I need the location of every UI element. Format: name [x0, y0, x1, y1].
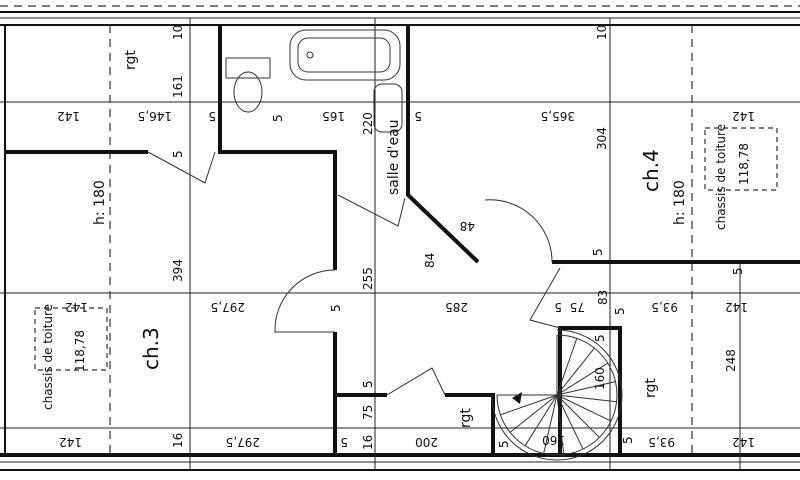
dim-label: 365,5 [541, 109, 575, 123]
dim-label: 142 [65, 300, 88, 314]
dim-label: 5 [361, 380, 375, 388]
dim-label: 5 [208, 109, 216, 123]
dim-label: rgt [643, 378, 659, 398]
room-label-ch4: ch.4 [639, 149, 663, 192]
dim-label: 200 [415, 435, 438, 449]
doors [147, 151, 561, 396]
dim-label: 160 [593, 367, 607, 390]
dim-label: 5 [731, 267, 745, 275]
dim-label: 5 [621, 436, 635, 444]
window-label: chassis de toiture [714, 124, 728, 230]
walls [5, 25, 800, 455]
spiral-staircase [491, 329, 623, 461]
stair-tread [556, 394, 612, 422]
stair-tread [556, 347, 595, 396]
stair-direction-arrow-icon [512, 392, 522, 404]
dim-label: 304 [595, 127, 609, 150]
toilet [225, 57, 271, 113]
room-label-salle: salle d'eau [386, 119, 402, 195]
dim-label: 5 [414, 109, 422, 123]
dim-label: 5 [329, 304, 343, 312]
stair-tread [509, 394, 558, 433]
stair-tread [500, 394, 558, 416]
dim-label: 142 [59, 435, 82, 449]
dim-label: 84 [423, 253, 437, 268]
dim-label: 10 [171, 25, 185, 40]
dim-label: 220 [361, 112, 375, 135]
dim-label: 165 [322, 109, 345, 123]
stair-tread [556, 338, 578, 396]
dim-label: 5 [271, 114, 285, 122]
dim-label: 255 [361, 267, 375, 290]
dim-label: 5 [497, 440, 511, 448]
dim-label: 5 [613, 307, 627, 315]
dim-label: 83 [596, 290, 610, 305]
dim-label: 5 [554, 300, 562, 314]
dim-label: 5 [593, 334, 607, 342]
dim-label: 248 [724, 349, 738, 372]
window-ch4 [704, 127, 778, 191]
stair-tread [556, 394, 600, 438]
labels: ch.3 ch.4 salle d'eau 10 rgt 161 142 146… [41, 25, 755, 450]
dim-label: 16 [361, 435, 375, 450]
dim-label: 75 [361, 405, 375, 420]
stair-tread [556, 394, 617, 403]
window-label: chassis de toiture [41, 304, 55, 410]
washbasin [373, 83, 403, 133]
dim-label: rgt [123, 50, 139, 70]
dim-label: 160 [542, 433, 565, 447]
stair-tread [524, 394, 558, 447]
dim-label: 142 [732, 435, 755, 449]
ceiling-height-label: h: 180 [672, 180, 688, 225]
dim-label: 75 [570, 300, 585, 314]
dim-label: 285 [445, 300, 468, 314]
dim-label: 48 [460, 219, 475, 233]
dim-label: 5 [340, 435, 348, 449]
dim-label: 16 [171, 433, 185, 448]
stair-tread [556, 394, 584, 450]
bathtub [289, 29, 401, 81]
dim-label: 394 [171, 259, 185, 282]
dim-label: 146,5 [138, 109, 172, 123]
dim-label: 93,5 [651, 300, 678, 314]
window-size-label: 118,78 [737, 143, 751, 185]
dimension-lines [0, 18, 800, 470]
dim-label: 10 [595, 25, 609, 40]
stair-tread [556, 394, 565, 455]
dim-label: rgt [458, 408, 474, 428]
dim-label: 142 [725, 300, 748, 314]
stair-tread [543, 394, 558, 454]
dim-label: 5 [591, 248, 605, 256]
dim-label: 161 [171, 75, 185, 98]
dim-label: 142 [732, 109, 755, 123]
stair-tread [556, 362, 609, 396]
dim-label: 297,5 [226, 435, 260, 449]
dim-label: 5 [171, 150, 185, 158]
room-label-ch3: ch.3 [139, 327, 163, 370]
window-ch3 [34, 307, 108, 371]
dim-label: 297,5 [211, 300, 245, 314]
ceiling-height-label: h: 180 [92, 180, 108, 225]
dim-label: 142 [57, 109, 80, 123]
frame-lines [0, 5, 800, 471]
window-size-label: 118,78 [73, 330, 87, 372]
stair-tread [556, 381, 616, 396]
dim-label: 93,5 [648, 435, 675, 449]
